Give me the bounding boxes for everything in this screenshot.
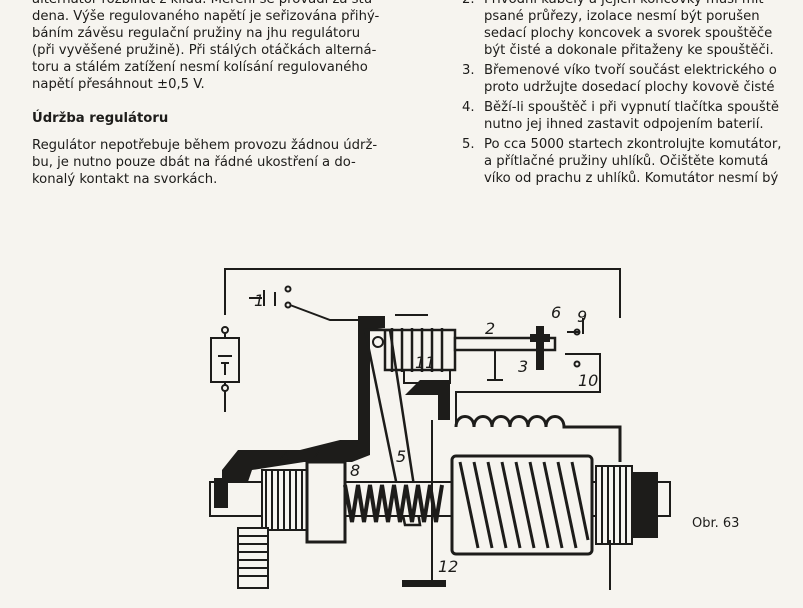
maintenance-list: 2. Přívodní kabely a jejich koncovky mus… (462, 0, 802, 187)
meshing-spring (343, 484, 444, 523)
label-8: 8 (350, 461, 360, 480)
pinion-gear (261, 469, 308, 531)
label-11: 11 (415, 353, 435, 372)
text-line: víko od prachu z uhlíků. Komutátor nesmí… (484, 171, 779, 186)
text-line: Po cca 5000 startech zkontrolujte komutá… (484, 137, 782, 152)
list-item: 5. Po cca 5000 startech zkontrolujte kom… (462, 136, 802, 187)
contact-disc (530, 326, 550, 370)
text-line: být čisté a dokonale přitaženy ke spoušt… (484, 43, 774, 58)
label-1: 1 (254, 291, 264, 310)
field-coil (454, 415, 622, 462)
list-number: 2. (462, 0, 475, 8)
label-2: 2 (485, 319, 495, 338)
label-10: 10 (578, 371, 598, 390)
section-heading: Údržba regulátoru (32, 111, 169, 126)
text-line: báním závěsu regulační pružiny na jhu re… (32, 26, 361, 41)
starter-housing (222, 316, 385, 505)
figure-caption: Obr. 63 (692, 516, 740, 531)
list-item: 3. Břemenové víko tvoří součást elektric… (462, 62, 802, 96)
label-7: 7 (312, 443, 323, 462)
flywheel-ring (237, 527, 269, 589)
text-line: (při vyvěšené pružině). Při stálých otáč… (32, 43, 377, 58)
label-3: 3 (518, 357, 528, 376)
solenoid-coil (383, 328, 557, 372)
label-6: 6 (551, 303, 561, 322)
label-4: 4 (280, 447, 290, 466)
text-line: dena. Výše regulovaného napětí je seřizo… (32, 9, 380, 24)
text-line: bu, je nutno pouze dbát na řádné ukostře… (32, 155, 356, 170)
solenoid-core (405, 380, 450, 420)
list-item: 2. Přívodní kabely a jejich koncovky mus… (462, 0, 802, 59)
battery-icon (210, 326, 240, 392)
left-text-column: alternátor rozbíhat z klidu. Měření se p… (32, 0, 424, 197)
freewheel-clutch (305, 460, 347, 544)
armature (450, 454, 594, 556)
engagement-lever (363, 328, 422, 527)
text-line: a přítlačné pružiny uhlíků. Očištěte kom… (484, 154, 769, 169)
text-line: Přívodní kabely a jejich koncovky musí m… (484, 0, 802, 8)
text-line: toru a stálém zatížení nesmí kolísání re… (32, 60, 368, 75)
text-line: Běží-li spouštěč i při vypnutí tlačítka … (484, 100, 780, 115)
label-5: 5 (396, 447, 406, 466)
ground-plate (402, 580, 446, 587)
list-number: 3. (462, 63, 475, 78)
text-line: nutno jej ihned zastavit odpojením bater… (484, 117, 764, 132)
text-line: Břemenové víko tvoří součást elektrickéh… (484, 63, 777, 78)
label-9: 9 (577, 307, 587, 326)
text-line: sedací plochy koncovek a svorek spouštěč… (484, 26, 773, 41)
commutator (595, 465, 658, 545)
text-line: napětí přesáhnout ±0,5 V. (32, 77, 205, 92)
text-line: psané průřezy, izolace nesmí být porušen (484, 9, 760, 24)
list-item: 4. Běží-li spouštěč i při vypnutí tlačít… (462, 99, 802, 133)
list-number: 5. (462, 137, 475, 152)
text-line: Regulátor nepotřebuje během provozu žádn… (32, 138, 378, 153)
label-12: 12 (438, 557, 458, 576)
text-line: alternátor rozbíhat z klidu. Měření se p… (32, 0, 424, 8)
list-number: 4. (462, 100, 475, 115)
left-paragraph-top: alternátor rozbíhat z klidu. Měření se p… (32, 0, 424, 188)
text-line: konalý kontakt na svorkách. (32, 172, 218, 187)
right-text-column: 2. Přívodní kabely a jejich koncovky mus… (462, 0, 802, 196)
text-line: proto udržujte dosedací plochy kovově či… (484, 80, 775, 95)
